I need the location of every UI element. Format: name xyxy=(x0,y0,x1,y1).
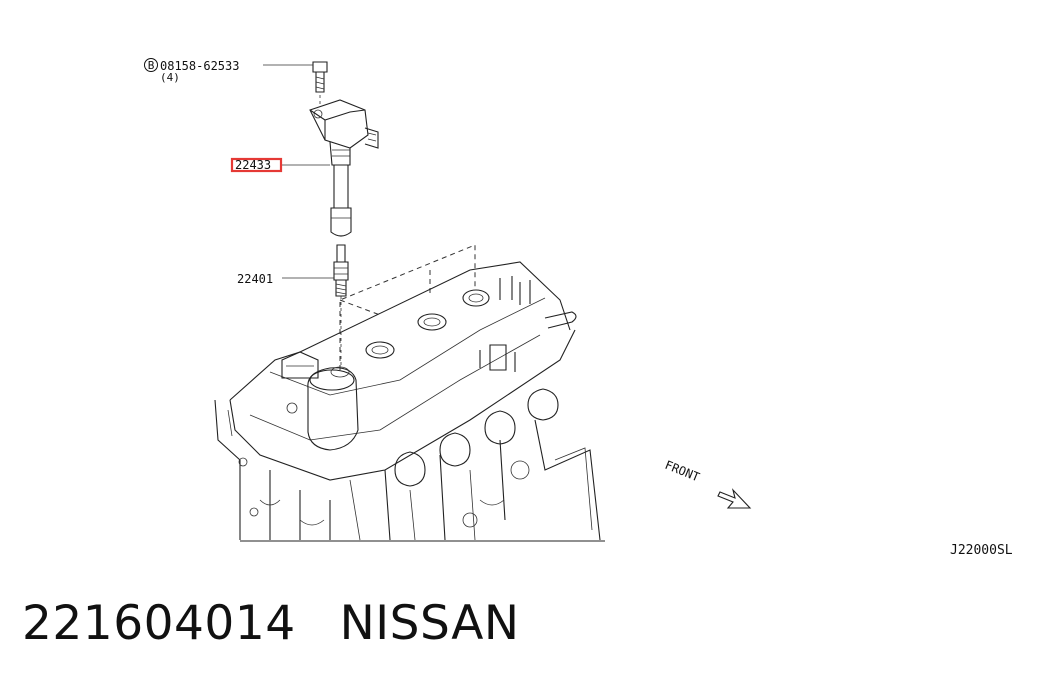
bolt-callout[interactable]: B 08158-62533 (4) xyxy=(144,58,240,85)
product-footer: 221604014 NISSAN xyxy=(22,596,520,651)
front-label: FRONT xyxy=(663,458,702,485)
brand-name: NISSAN xyxy=(339,596,520,651)
diagram-reference-code: J22000SL xyxy=(950,543,1013,558)
bolt-prefix-circle xyxy=(144,58,158,72)
front-direction-indicator: FRONT xyxy=(663,458,752,509)
front-arrow-icon xyxy=(717,488,752,509)
ignition-coil-part xyxy=(309,99,379,237)
parts-diagram: B 08158-62533 (4) 22433 22401 FRONT xyxy=(144,58,752,542)
spark-plug-part-number: 22401 xyxy=(237,272,273,286)
bolt-part-number: 08158-62533 xyxy=(160,59,239,73)
part-number: 221604014 xyxy=(22,596,296,651)
spark-plug-callout[interactable]: 22401 xyxy=(237,272,273,286)
spark-plug-part xyxy=(333,244,349,368)
bolt-quantity: (4) xyxy=(160,71,180,84)
coil-callout[interactable]: 22433 xyxy=(230,157,283,173)
engine-head-drawing xyxy=(214,244,605,542)
bolt-part xyxy=(312,61,328,106)
bolt-prefix-letter: B xyxy=(148,59,155,72)
coil-part-number: 22433 xyxy=(235,158,271,172)
coil-highlight-box xyxy=(230,157,283,173)
